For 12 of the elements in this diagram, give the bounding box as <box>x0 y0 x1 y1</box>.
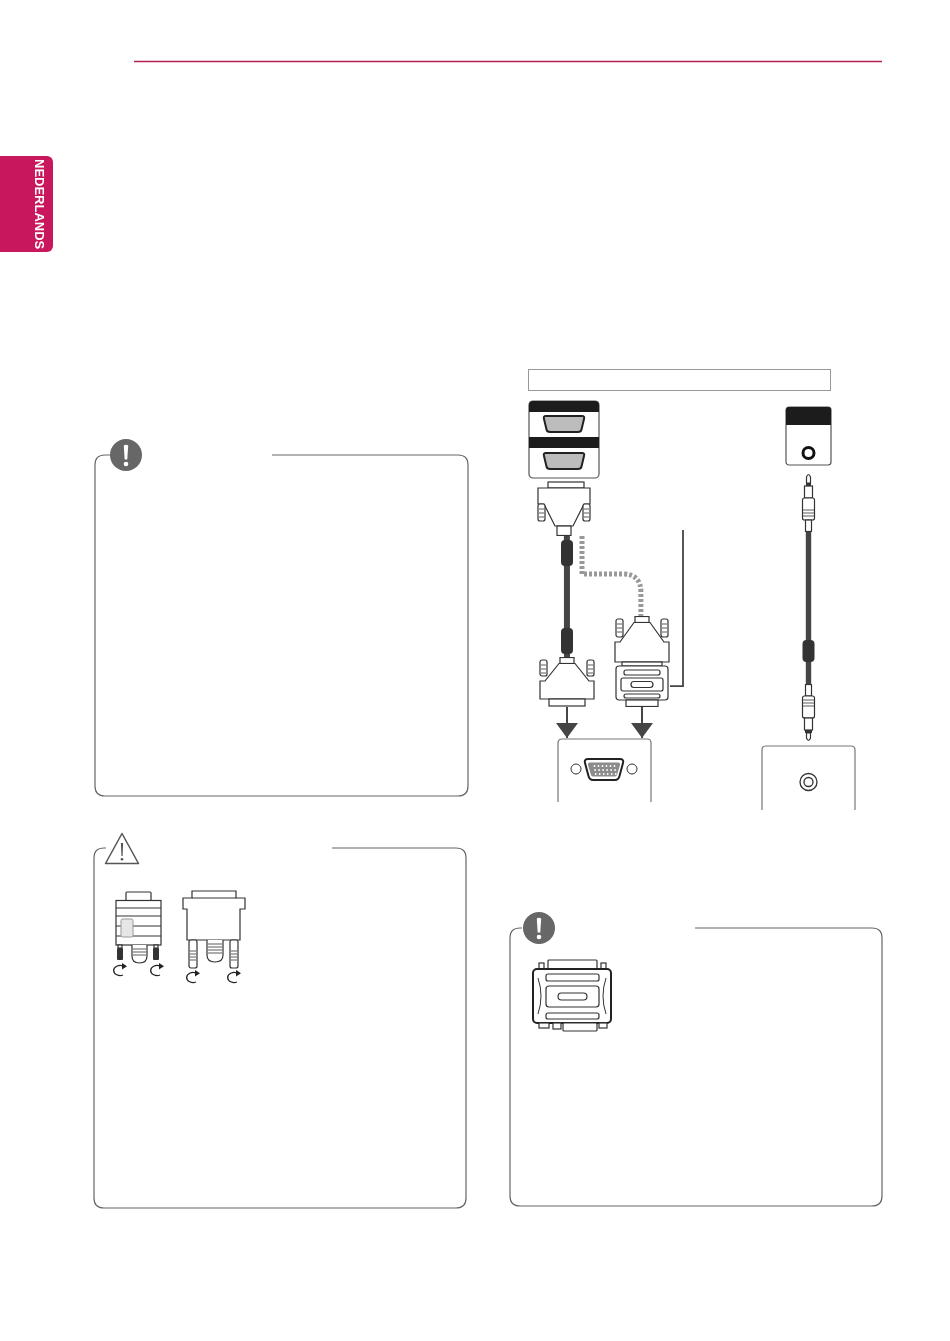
cable <box>579 536 644 616</box>
language-tab: NEDERLANDS <box>0 156 53 252</box>
cable <box>805 532 812 684</box>
adapter-drawing <box>614 616 670 707</box>
audio-jack-drawing <box>761 684 856 810</box>
audio-port-drawing <box>785 406 832 532</box>
vga-socket-drawing <box>557 738 652 802</box>
vga-plug-drawing <box>537 657 597 707</box>
arrow <box>556 706 578 739</box>
leader-line <box>669 529 684 687</box>
monitor-port-drawing <box>528 400 600 536</box>
arrow <box>631 706 653 739</box>
